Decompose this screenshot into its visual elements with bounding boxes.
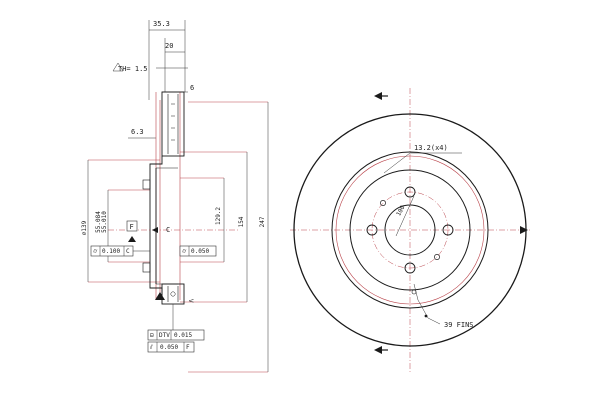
section-marker-top — [374, 92, 382, 100]
dim-d129: 129.2 — [215, 178, 225, 262]
runout-left-ref: C — [126, 248, 130, 255]
dim-d247: 247 — [259, 102, 269, 372]
runout-frame-left: ⌭ 0.100 C — [90, 245, 150, 257]
bolt-hole — [366, 224, 378, 236]
dim-d55-upper-label: 55.084 — [95, 211, 102, 233]
dim-friction-th: 6 — [162, 84, 194, 93]
side-view: 35.3 20 TH= 1.5 6 6.3 — [81, 20, 269, 373]
dim-hat-width-label: 20 — [165, 42, 173, 50]
dim-d247-label: 247 — [259, 216, 266, 227]
hub-flange — [349, 169, 471, 291]
flatness-value: 0.050 — [160, 344, 178, 351]
dim-hat-thickness: 6.3 — [128, 128, 156, 139]
datum-c: C — [152, 226, 170, 234]
runout-left-value: 0.100 — [102, 248, 120, 255]
svg-text:⫽: ⫽ — [149, 344, 153, 351]
dim-hat-width: 20 — [164, 38, 185, 92]
fins-note: 39 FINS — [411, 283, 474, 329]
disc-friction-inner-edge — [331, 151, 489, 309]
bolt-hole — [442, 224, 454, 236]
dim-d139-label: 139 — [81, 220, 88, 231]
pcd-label: 100 — [395, 204, 406, 217]
dim-d139: ⌀139 — [81, 160, 89, 282]
locator-hole — [434, 254, 440, 260]
svg-text:⊟: ⊟ — [150, 332, 154, 339]
dim-d129-label: 129.2 — [215, 207, 222, 225]
front-view: 100 13.2(x4) 39 FINS — [290, 88, 530, 372]
datum-f-label: F — [130, 223, 134, 231]
bolt-hole — [404, 186, 416, 198]
svg-text:⌭: ⌭ — [182, 248, 187, 255]
bolt-hole-note-label: 13.2(x4) — [414, 144, 448, 152]
bolt-hole-note: 13.2(x4) — [383, 144, 462, 174]
dim-hat-thickness-label: 6.3 — [131, 128, 144, 136]
flatness-ref: F — [186, 344, 190, 351]
bolt-circle — [371, 191, 449, 269]
dim-wear-th: TH= 1.5 — [112, 62, 188, 73]
datum-f: F — [126, 220, 138, 242]
svg-text:⌀139: ⌀139 — [81, 220, 88, 235]
dim-d55-lower-label: 55.010 — [101, 211, 108, 233]
dim-wear-th-label: TH= 1.5 — [118, 65, 148, 73]
dtv-label: DTV — [159, 332, 170, 339]
dtv-value: 0.015 — [174, 332, 192, 339]
flatness-frame: ⫽ 0.050 F — [147, 341, 195, 353]
bolt-hole — [404, 262, 416, 274]
rotor-section — [142, 91, 185, 305]
datum-v-label: V — [187, 299, 194, 303]
svg-text:⌭: ⌭ — [93, 248, 98, 255]
dim-d154: 154 — [238, 152, 248, 302]
runout-frame-right: ⌭ 0.050 — [179, 245, 217, 257]
dim-friction-th-label: 6 — [190, 84, 194, 92]
locator-hole — [380, 200, 386, 206]
datum-v: V — [155, 292, 194, 303]
section-marker-bottom — [374, 346, 382, 354]
dim-overall-width: 35.3 — [148, 20, 186, 100]
dtv-frame: ⊟ DTV 0.015 — [147, 304, 205, 341]
section-marker-right — [520, 226, 528, 234]
datum-c-label: C — [166, 226, 170, 234]
fins-note-label: 39 FINS — [444, 321, 474, 329]
runout-right-value: 0.050 — [191, 248, 209, 255]
dim-overall-width-label: 35.3 — [153, 20, 170, 28]
dim-d154-label: 154 — [238, 216, 245, 227]
